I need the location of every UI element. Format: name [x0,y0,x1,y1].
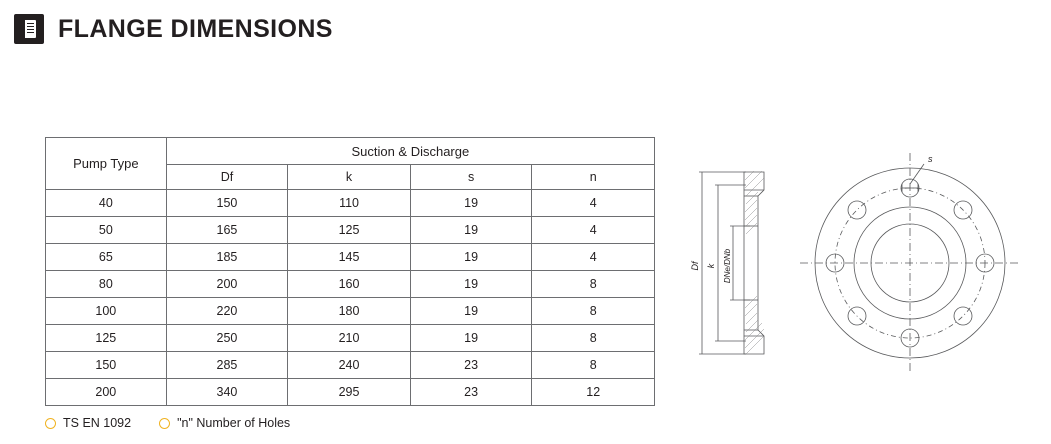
header-df: Df [165,164,289,190]
flange-section-outline [743,171,765,355]
section-hatching [744,170,765,355]
cell-n: 8 [531,270,655,298]
flange-dimensions-table: Pump Type Suction & Discharge Df k s n 4… [45,137,656,406]
cell-s: 23 [409,378,533,406]
cell-pump-type: 150 [45,351,167,379]
label-s: s [928,154,933,164]
cell-df: 200 [165,270,289,298]
label-k: k [706,263,716,268]
cell-n: 8 [531,351,655,379]
document-icon-page [22,20,36,38]
cell-s: 19 [409,243,533,271]
cell-n: 4 [531,189,655,217]
cell-k: 110 [287,189,411,217]
legend-item-standard: TS EN 1092 [45,416,131,430]
table-row: 80 200 160 19 8 [45,270,655,298]
cell-pump-type: 65 [45,243,167,271]
cell-k: 295 [287,378,411,406]
cell-s: 19 [409,216,533,244]
cell-df: 165 [165,216,289,244]
cell-df: 250 [165,324,289,352]
cell-n: 12 [531,378,655,406]
table-row: 150 285 240 23 8 [45,351,655,379]
legend-label: "n" Number of Holes [177,416,291,430]
cell-df: 340 [165,378,289,406]
cell-n: 4 [531,243,655,271]
header-pump-type: Pump Type [45,137,167,190]
legend-label: TS EN 1092 [63,416,132,430]
table-header-row-2: Df k s n [46,164,655,190]
flange-drawing-svg: Df k DNe/DNb s [690,153,1020,373]
cell-pump-type: 80 [45,270,167,298]
page-title: FLANGE DIMENSIONS [58,14,333,43]
cell-k: 160 [287,270,411,298]
cell-df: 220 [165,297,289,325]
table-row: 65 185 145 19 4 [45,243,655,271]
cell-n: 4 [531,216,655,244]
bolt-hole [953,200,973,220]
table-row: 200 340 295 23 12 [45,378,655,406]
cell-s: 19 [409,189,533,217]
cell-k: 210 [287,324,411,352]
cell-k: 240 [287,351,411,379]
page-header: FLANGE DIMENSIONS [14,14,333,44]
header-n: n [531,164,655,190]
legend: TS EN 1092 "n" Number of Holes [45,416,290,430]
header-s: s [409,164,533,190]
table-row: 125 250 210 19 8 [45,324,655,352]
legend-item-holes: "n" Number of Holes [159,416,290,430]
cell-n: 8 [531,297,655,325]
document-icon [14,14,44,44]
cell-n: 8 [531,324,655,352]
table-row: 50 165 125 19 4 [45,216,655,244]
cell-pump-type: 50 [45,216,167,244]
cell-pump-type: 40 [45,189,167,217]
circle-marker-icon [159,417,171,429]
table-row: 100 220 180 19 8 [45,297,655,325]
cell-k: 145 [287,243,411,271]
header-k: k [287,164,411,190]
cell-k: 125 [287,216,411,244]
cell-df: 285 [165,351,289,379]
cell-pump-type: 200 [45,378,167,406]
table-body: 40 150 110 19 4 50 165 125 19 4 65 185 1… [45,189,655,406]
cell-s: 19 [409,297,533,325]
label-df: Df [690,260,700,270]
cell-s: 19 [409,324,533,352]
table-row: 40 150 110 19 4 [45,189,655,217]
flange-dimensions-table-wrapper: Pump Type Suction & Discharge Df k s n 4… [45,137,656,406]
flange-technical-drawing: Df k DNe/DNb s [688,140,1028,386]
bolt-hole [953,306,973,326]
header-suction-discharge: Suction & Discharge [165,137,656,165]
cell-k: 180 [287,297,411,325]
cell-s: 19 [409,270,533,298]
bolt-hole [847,306,867,326]
cell-pump-type: 100 [45,297,167,325]
bolt-hole [847,200,867,220]
table-header-row-1: Pump Type Suction & Discharge [45,137,656,190]
leader-line-s [909,163,925,185]
cell-df: 185 [165,243,289,271]
cell-df: 150 [165,189,289,217]
circle-marker-icon [45,417,56,429]
cell-s: 23 [409,351,533,379]
cell-pump-type: 125 [45,324,167,352]
label-dne-dnb: DNe/DNb [723,248,732,283]
